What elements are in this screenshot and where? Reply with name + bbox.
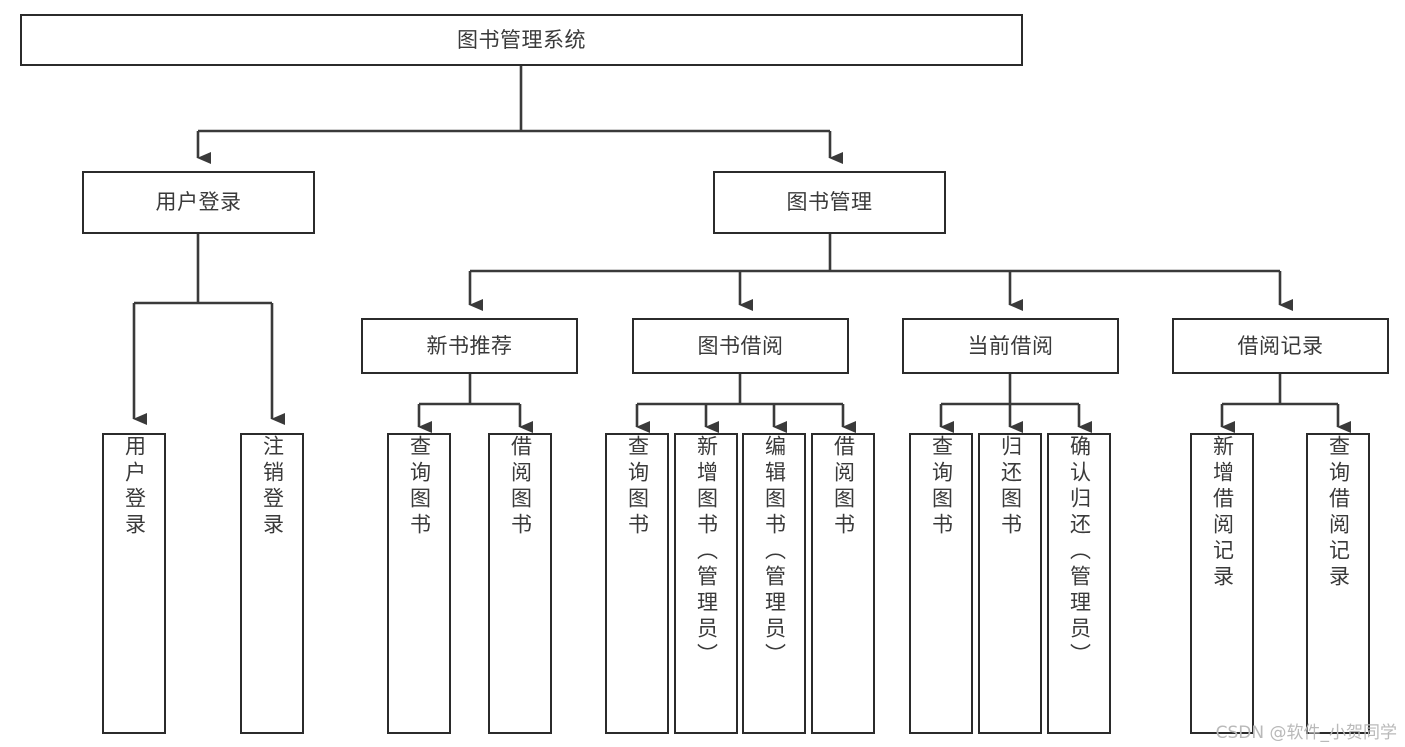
node-book-borrow[interactable]: 图书借阅 [632,318,849,374]
node-leaf-query-record-label: 查询借阅记录 [1326,435,1351,591]
node-borrow-record-label: 借阅记录 [1237,333,1324,358]
node-book-borrow-label: 图书借阅 [697,333,784,358]
node-leaf-logout-label: 注销登录 [260,435,285,539]
node-book-management-label: 图书管理 [786,190,873,215]
node-leaf-logout[interactable]: 注销登录 [240,433,304,734]
node-current-borrow[interactable]: 当前借阅 [902,318,1119,374]
node-root-label: 图书管理系统 [457,27,586,52]
node-leaf-add-book-label: 新增图书（管理员） [694,435,719,669]
node-book-management[interactable]: 图书管理 [713,171,946,234]
node-leaf-return-book-label: 归还图书 [998,435,1023,539]
node-leaf-borrow-book-2[interactable]: 借阅图书 [811,433,875,734]
node-leaf-add-record-label: 新增借阅记录 [1210,435,1235,591]
node-leaf-edit-book-label: 编辑图书（管理员） [762,435,787,669]
node-current-borrow-label: 当前借阅 [967,333,1054,358]
node-leaf-query-book-2-label: 查询图书 [625,435,650,539]
node-leaf-query-book-3[interactable]: 查询图书 [909,433,973,734]
node-leaf-borrow-book-2-label: 借阅图书 [831,435,856,539]
node-leaf-query-book-2[interactable]: 查询图书 [605,433,669,734]
node-leaf-borrow-book-1-label: 借阅图书 [508,435,533,539]
node-leaf-borrow-book-1[interactable]: 借阅图书 [488,433,552,734]
node-leaf-query-record[interactable]: 查询借阅记录 [1306,433,1370,734]
node-borrow-record[interactable]: 借阅记录 [1172,318,1389,374]
node-leaf-add-book[interactable]: 新增图书（管理员） [674,433,738,734]
watermark: CSDN @软件_小贺同学 [1215,723,1397,743]
node-leaf-user-login[interactable]: 用户登录 [102,433,166,734]
node-new-book-recommend[interactable]: 新书推荐 [361,318,578,374]
node-leaf-edit-book[interactable]: 编辑图书（管理员） [742,433,806,734]
node-leaf-query-book-3-label: 查询图书 [929,435,954,539]
node-leaf-user-login-label: 用户登录 [122,435,147,539]
node-leaf-confirm-return-label: 确认归还（管理员） [1067,435,1092,669]
node-leaf-return-book[interactable]: 归还图书 [978,433,1042,734]
node-user-login[interactable]: 用户登录 [82,171,315,234]
node-leaf-query-book-1-label: 查询图书 [407,435,432,539]
node-leaf-confirm-return[interactable]: 确认归还（管理员） [1047,433,1111,734]
node-root[interactable]: 图书管理系统 [20,14,1023,66]
node-new-book-recommend-label: 新书推荐 [426,333,513,358]
node-leaf-add-record[interactable]: 新增借阅记录 [1190,433,1254,734]
node-leaf-query-book-1[interactable]: 查询图书 [387,433,451,734]
node-user-login-label: 用户登录 [155,190,242,215]
